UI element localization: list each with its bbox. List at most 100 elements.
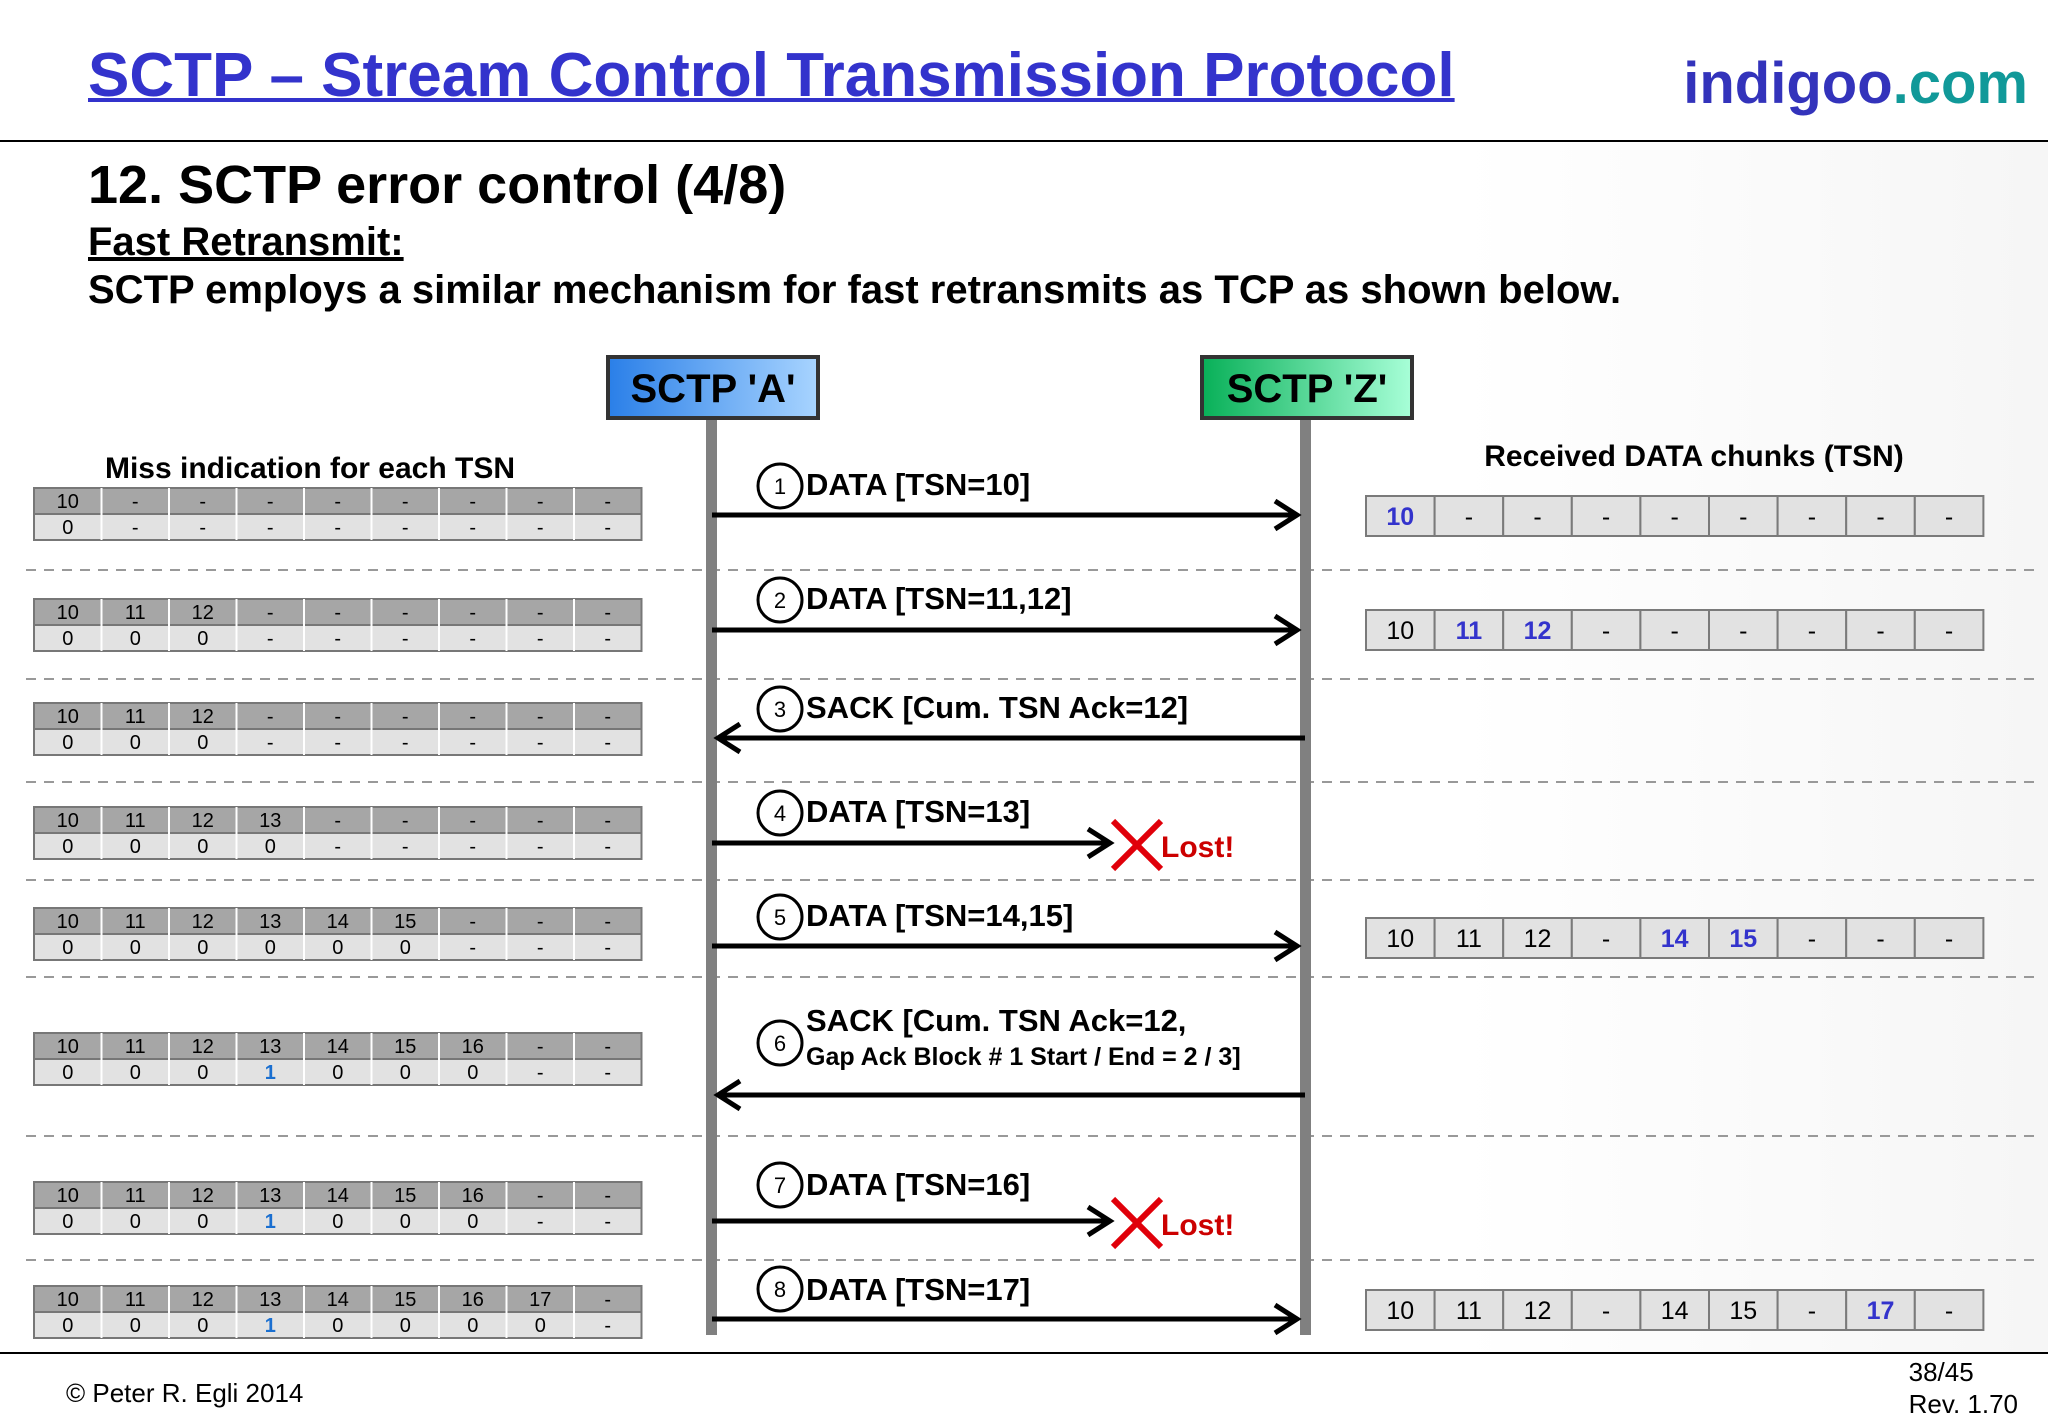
miss-table-count-cell: 0: [400, 1062, 411, 1084]
miss-table-count-cell: -: [537, 1211, 544, 1233]
entity-a-label: SCTP 'A': [631, 367, 796, 411]
received-cell: -: [1876, 503, 1884, 531]
miss-table-tsn-cell: -: [604, 706, 611, 728]
miss-table-count-cell: -: [537, 836, 544, 858]
miss-table-tsn-row: [33, 598, 643, 626]
miss-table-tsn-cell: -: [334, 810, 341, 832]
received-cell: -: [1465, 503, 1473, 531]
step-number: 3: [774, 697, 786, 722]
received-cell: -: [1739, 617, 1747, 645]
lifelines: [706, 420, 1311, 1335]
miss-table-count-cell: -: [469, 836, 476, 858]
miss-table-tsn-cell: -: [402, 810, 409, 832]
miss-table-count-row: [33, 1207, 643, 1235]
miss-table-count-cell: 0: [400, 937, 411, 959]
miss-table-tsn-cell: -: [469, 810, 476, 832]
miss-table-count-cell: -: [334, 517, 341, 539]
message-label: DATA [TSN=11,12]: [806, 581, 1072, 616]
received-cell: -: [1671, 503, 1679, 531]
received-cell-box: [1365, 1289, 1436, 1331]
received-cell-box: [1570, 495, 1642, 537]
miss-table-count-cell: 0: [197, 732, 208, 754]
header-divider: [0, 140, 2048, 142]
miss-table-count-cell: 0: [130, 628, 141, 650]
message-label: DATA [TSN=13]: [806, 794, 1030, 829]
copyright: © Peter R. Egli 2014: [66, 1378, 304, 1408]
lost-label: Lost!: [1161, 1209, 1234, 1242]
received-cell: 12: [1524, 617, 1552, 645]
arrow-head: [1273, 613, 1302, 647]
message-arrow: [712, 929, 1302, 963]
received-cell-box: [1913, 495, 1985, 537]
message-label: DATA [TSN=16]: [806, 1167, 1030, 1202]
miss-table-count-cell: -: [334, 836, 341, 858]
miss-table-count-cell: -: [267, 732, 274, 754]
miss-table-count-cell: 0: [197, 836, 208, 858]
received-cell-box: [1913, 1289, 1985, 1331]
message-arrow: Lost!: [712, 818, 1234, 872]
miss-table-count-cell: 0: [62, 517, 73, 539]
received-cell: -: [1876, 617, 1884, 645]
received-cell: 12: [1524, 925, 1552, 953]
message-arrow: [713, 721, 1305, 755]
miss-table-tsn-cell: 11: [125, 911, 146, 933]
subheading: Fast Retransmit:: [88, 220, 404, 264]
miss-table-tsn-cell: -: [132, 491, 139, 513]
received-cell: -: [1945, 1297, 1953, 1325]
miss-table-count-cell: -: [604, 1062, 611, 1084]
received-cell-box: [1365, 917, 1436, 959]
miss-table-tsn-cell: 15: [394, 1289, 416, 1311]
right-table-title: Received DATA chunks (TSN): [1484, 440, 1904, 473]
miss-table-count-cell: 0: [467, 1315, 478, 1337]
received-cell: -: [1671, 617, 1679, 645]
miss-table-tsn-row: [33, 1032, 643, 1060]
received-cell-box: [1913, 917, 1985, 959]
miss-table-tsn-cell: 16: [462, 1289, 484, 1311]
received-cell-box: [1502, 1289, 1573, 1331]
received-cell: -: [1945, 503, 1953, 531]
received-cell-box: [1365, 609, 1436, 651]
miss-table-tsn-cell: -: [537, 1036, 544, 1058]
miss-table-tsn-cell: -: [537, 491, 544, 513]
miss-table-tsn-cell: 10: [57, 1185, 79, 1207]
miss-table-count-cell: 0: [130, 732, 141, 754]
miss-table-count-cell: 1: [265, 1211, 276, 1233]
miss-table-count-cell: 0: [197, 1315, 208, 1337]
received-cell-box: [1639, 495, 1711, 537]
miss-table-count-row: [33, 513, 643, 541]
miss-table-tsn-cell: -: [537, 1185, 544, 1207]
miss-table-tsn-cell: 17: [529, 1289, 551, 1311]
miss-table-tsn-row: [33, 487, 643, 515]
miss-table-tsn-cell: 11: [125, 810, 146, 832]
received-cell: 14: [1661, 1297, 1689, 1325]
received-cell-box: [1776, 917, 1848, 959]
miss-table-tsn-cell: -: [334, 602, 341, 624]
miss-table-count-cell: 1: [265, 1062, 276, 1084]
miss-table-tsn-cell: 10: [57, 706, 79, 728]
miss-table-tsn-cell: 13: [259, 1185, 281, 1207]
miss-table-count-cell: -: [267, 517, 274, 539]
miss-table-count-cell: -: [537, 732, 544, 754]
miss-table-tsn-cell: 11: [125, 1036, 146, 1058]
entity-a-box: SCTP 'A': [606, 355, 820, 420]
received-cell: -: [1602, 925, 1610, 953]
received-cell: 15: [1729, 925, 1757, 953]
received-cell-box: [1639, 1289, 1711, 1331]
miss-table-count-cell: -: [469, 628, 476, 650]
step-number: 1: [774, 474, 786, 499]
message-label: SACK [Cum. TSN Ack=12,: [806, 1003, 1186, 1038]
background-shade: [1460, 140, 2048, 1352]
miss-table-tsn-cell: 13: [259, 1289, 281, 1311]
arrow-head: [1273, 498, 1302, 532]
message-arrow: Lost!: [712, 1196, 1234, 1250]
